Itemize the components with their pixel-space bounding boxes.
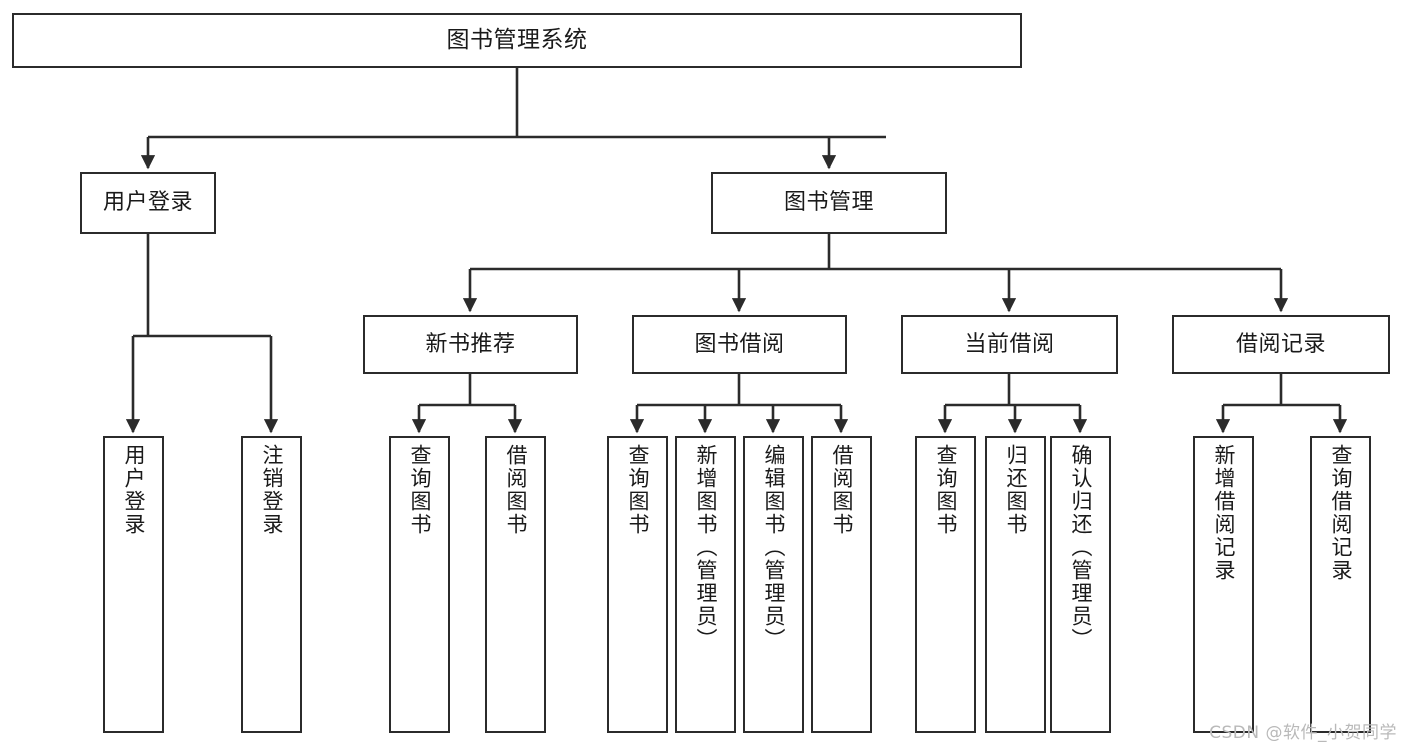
csdn-watermark: CSDN @软件_小贺同学	[1209, 723, 1397, 743]
leaf-user-login-signin[interactable]: 用户登录	[103, 436, 164, 733]
node-label: 归还图书	[1004, 444, 1028, 536]
leaf-borrow-records-add-record[interactable]: 新增借阅记录	[1193, 436, 1254, 733]
node-current-borrowing[interactable]: 当前借阅	[901, 315, 1118, 374]
node-label: 借阅图书	[830, 444, 854, 536]
node-root-book-management-system[interactable]: 图书管理系统	[12, 13, 1022, 68]
node-label: 查询图书	[626, 444, 650, 536]
leaf-borrow-books-add-book-admin[interactable]: 新增图书（管理员）	[675, 436, 736, 733]
node-label: 查询图书	[934, 444, 958, 536]
node-borrowing-records[interactable]: 借阅记录	[1172, 315, 1390, 374]
leaf-user-login-signout[interactable]: 注销登录	[241, 436, 302, 733]
leaf-borrow-books-query-book[interactable]: 查询图书	[607, 436, 668, 733]
node-new-book-recommendation[interactable]: 新书推荐	[363, 315, 578, 374]
node-label: 借阅记录	[1235, 331, 1326, 357]
node-label: 用户登录	[102, 190, 193, 216]
node-label: 查询图书	[408, 444, 432, 536]
node-label: 当前借阅	[964, 331, 1055, 357]
leaf-new-books-borrow-book[interactable]: 借阅图书	[485, 436, 546, 733]
node-label: 图书管理系统	[446, 26, 588, 53]
node-label: 编辑图书（管理员）	[762, 444, 786, 651]
node-book-management[interactable]: 图书管理	[711, 172, 947, 234]
node-label: 图书管理	[783, 190, 874, 216]
node-label: 确认归还（管理员）	[1069, 444, 1093, 651]
node-label: 新增图书（管理员）	[694, 444, 718, 651]
node-label: 新增借阅记录	[1212, 444, 1236, 582]
leaf-borrow-records-query-record[interactable]: 查询借阅记录	[1310, 436, 1371, 733]
node-label: 借阅图书	[504, 444, 528, 536]
node-label: 图书借阅	[694, 331, 785, 357]
node-label: 注销登录	[260, 444, 284, 536]
leaf-borrow-books-edit-book-admin[interactable]: 编辑图书（管理员）	[743, 436, 804, 733]
leaf-current-borrow-query-book[interactable]: 查询图书	[915, 436, 976, 733]
node-label: 用户登录	[122, 444, 146, 536]
leaf-current-borrow-return-book[interactable]: 归还图书	[985, 436, 1046, 733]
leaf-borrow-books-borrow-book[interactable]: 借阅图书	[811, 436, 872, 733]
node-book-borrowing[interactable]: 图书借阅	[632, 315, 847, 374]
node-user-login[interactable]: 用户登录	[80, 172, 216, 234]
node-label: 查询借阅记录	[1329, 444, 1353, 582]
leaf-new-books-query-book[interactable]: 查询图书	[389, 436, 450, 733]
leaf-current-borrow-confirm-return-admin[interactable]: 确认归还（管理员）	[1050, 436, 1111, 733]
node-label: 新书推荐	[425, 331, 516, 357]
